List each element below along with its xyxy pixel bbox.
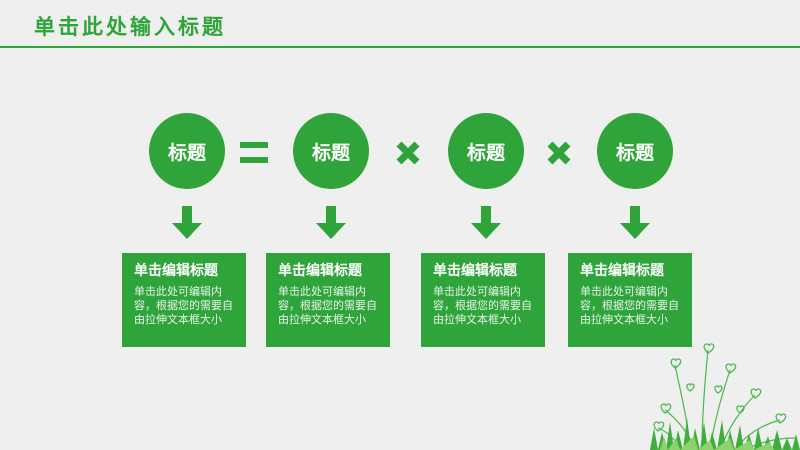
formula-circle-2[interactable]: 标题 [293,113,369,189]
equals-operator-icon [240,142,268,164]
card-title: 单击编辑标题 [580,263,664,279]
card-body: 单击此处可编辑内容，根据您的需要自由拉伸文本框大小 [278,285,377,326]
formula-circle-1[interactable]: 标题 [149,113,225,189]
text-card-4[interactable]: 单击编辑标题 单击此处可编辑内容，根据您的需要自由拉伸文本框大小 [568,253,692,347]
card-body: 单击此处可编辑内容，根据您的需要自由拉伸文本框大小 [580,285,679,326]
card-title: 单击编辑标题 [433,263,517,279]
text-card-3[interactable]: 单击编辑标题 单击此处可编辑内容，根据您的需要自由拉伸文本框大小 [421,253,545,347]
text-card-1[interactable]: 单击编辑标题 单击此处可编辑内容，根据您的需要自由拉伸文本框大小 [122,253,246,347]
text-card-2[interactable]: 单击编辑标题 单击此处可编辑内容，根据您的需要自由拉伸文本框大小 [266,253,390,347]
times-operator-icon [547,141,571,165]
card-body: 单击此处可编辑内容，根据您的需要自由拉伸文本框大小 [433,285,532,326]
down-arrow-icon [620,206,650,239]
card-title: 单击编辑标题 [278,263,362,279]
card-title: 单击编辑标题 [134,263,218,279]
grass-flowers-decoration [650,343,800,450]
down-arrow-icon [471,206,501,239]
title-underline [0,46,800,48]
slide-title: 单击此处输入标题 [34,15,226,39]
down-arrow-icon [172,206,202,239]
formula-circle-3[interactable]: 标题 [448,113,524,189]
times-operator-icon [396,141,420,165]
down-arrow-icon [316,206,346,239]
card-body: 单击此处可编辑内容，根据您的需要自由拉伸文本框大小 [134,285,233,326]
formula-circle-4[interactable]: 标题 [597,113,673,189]
